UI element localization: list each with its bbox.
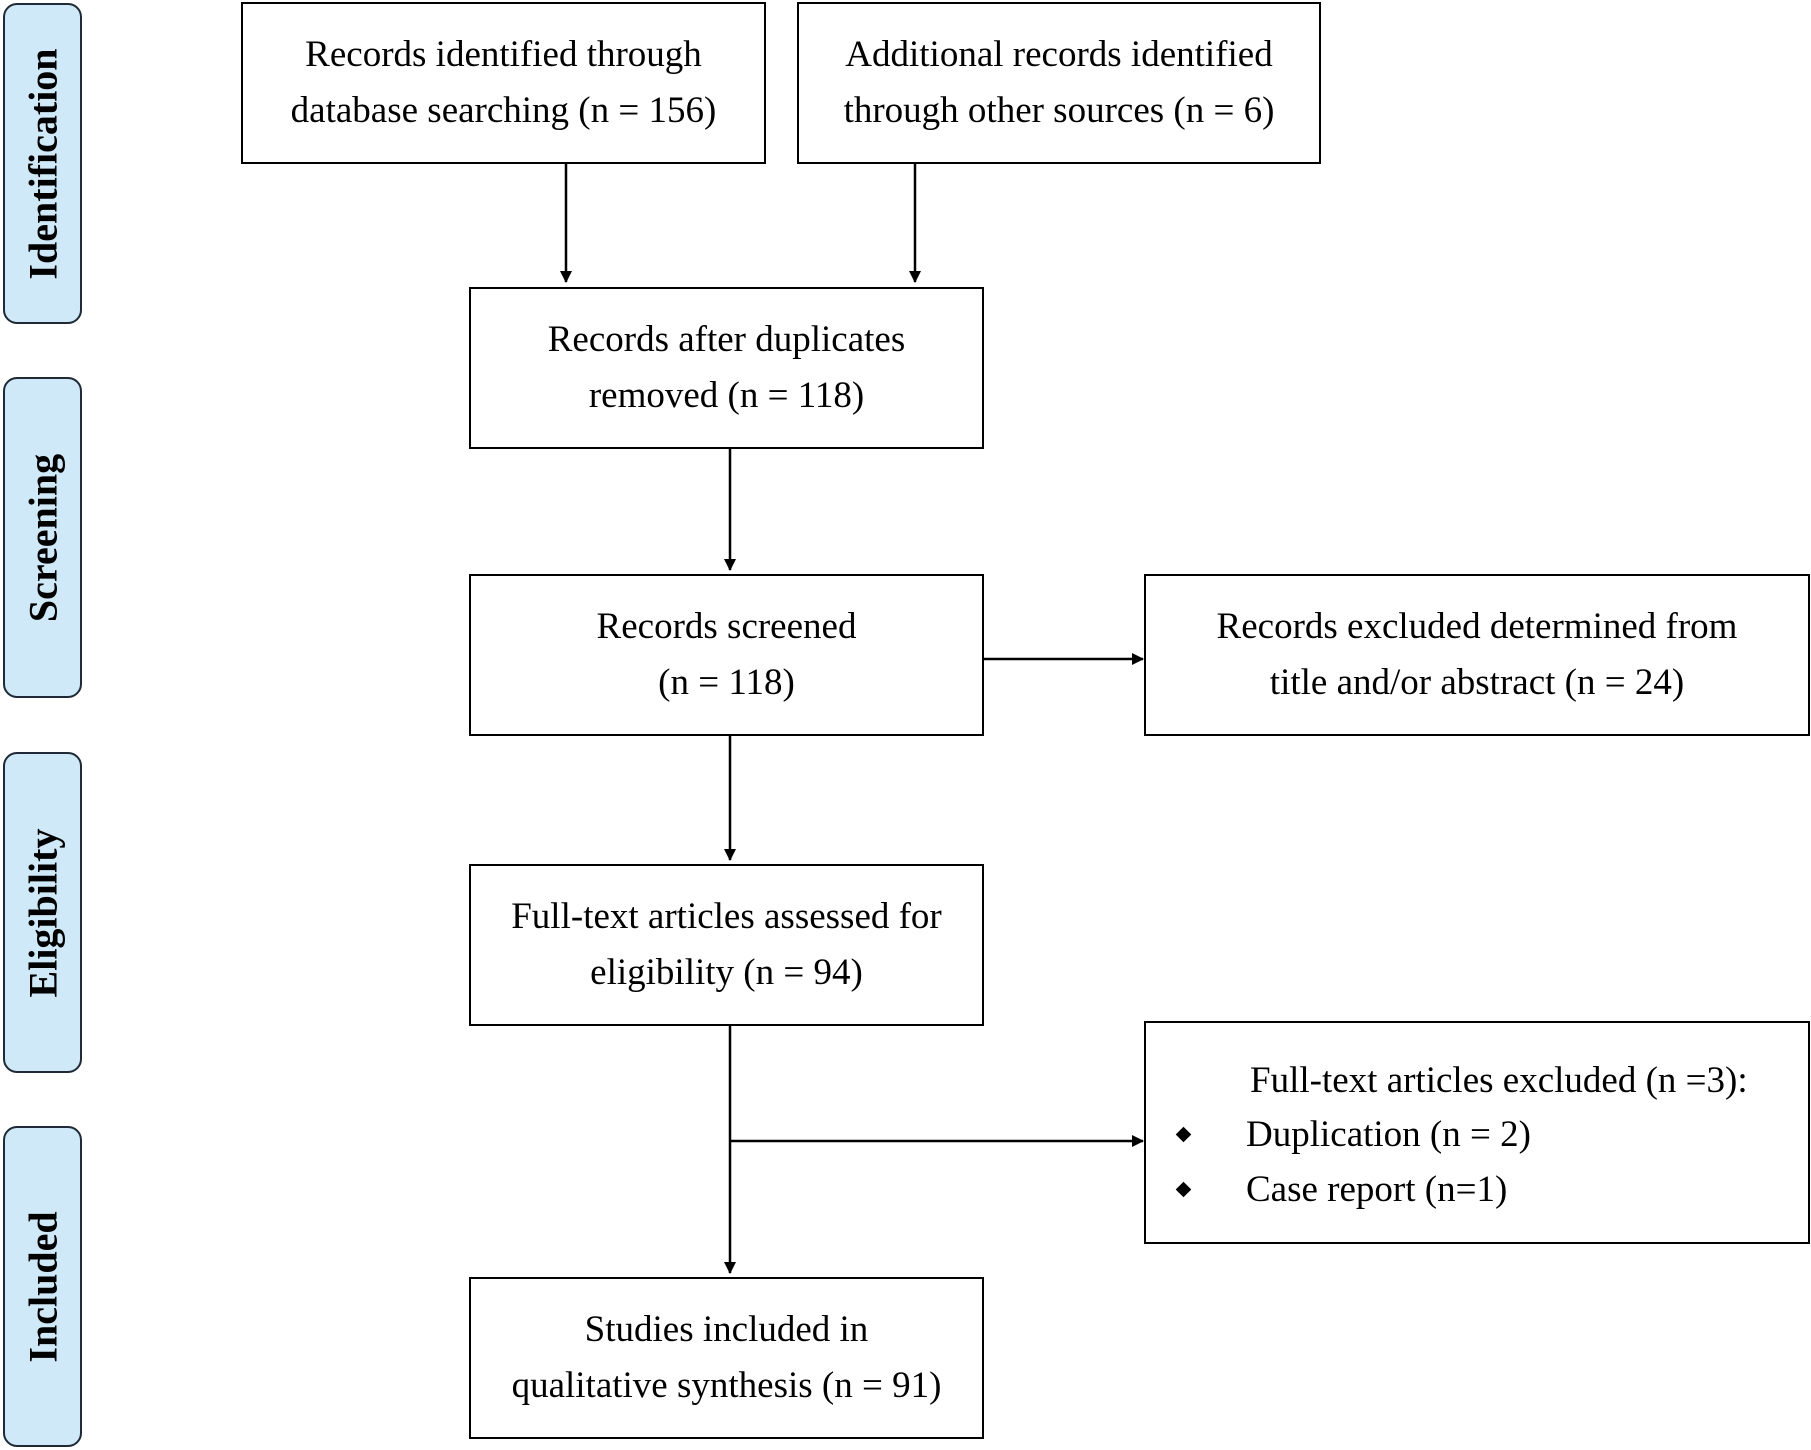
after-duplicates-line1: Records after duplicates: [547, 319, 906, 360]
phase-included: Included: [3, 1126, 82, 1447]
exclusion-reason-case-report: Case report (n=1): [1246, 1169, 1508, 1210]
fulltext-assessed-line2: eligibility (n = 94): [590, 952, 863, 993]
records-screened-line1: Records screened: [596, 606, 857, 647]
fulltext-assessed-box: Full-text articles assessed for eligibil…: [469, 864, 984, 1026]
phase-screening: Screening: [3, 377, 82, 698]
studies-included-box: Studies included in qualitative synthesi…: [469, 1277, 984, 1439]
phase-identification: Identification: [3, 3, 82, 324]
database-records-box: Records identified through database sear…: [241, 2, 766, 164]
records-excluded-line1: Records excluded determined from: [1216, 606, 1738, 647]
studies-included-line2: qualitative synthesis (n = 91): [511, 1365, 942, 1406]
other-sources-box: Additional records identified through ot…: [797, 2, 1321, 164]
bullet-icon: [1175, 1126, 1192, 1143]
fulltext-excluded-box: Full-text articles excluded (n =3): Dupl…: [1144, 1021, 1810, 1244]
fulltext-assessed-line1: Full-text articles assessed for: [511, 896, 942, 937]
studies-included-line1: Studies included in: [584, 1309, 869, 1350]
records-excluded-box: Records excluded determined from title a…: [1144, 574, 1810, 736]
phase-eligibility: Eligibility: [3, 752, 82, 1073]
records-screened-line2: (n = 118): [658, 662, 795, 703]
other-sources-line1: Additional records identified: [845, 34, 1273, 75]
after-duplicates-line2: removed (n = 118): [588, 375, 865, 416]
exclusion-reason-duplication: Duplication (n = 2): [1246, 1114, 1531, 1155]
other-sources-line2: through other sources (n = 6): [843, 90, 1275, 131]
after-duplicates-box: Records after duplicates removed (n = 11…: [469, 287, 984, 449]
database-records-line1: Records identified through: [305, 34, 702, 75]
fulltext-excluded-title: Full-text articles excluded (n =3):: [1250, 1060, 1748, 1101]
database-records-line2: database searching (n = 156): [290, 90, 717, 131]
records-excluded-line2: title and/or abstract (n = 24): [1269, 662, 1685, 703]
records-screened-box: Records screened (n = 118): [469, 574, 984, 736]
bullet-icon: [1175, 1181, 1192, 1198]
